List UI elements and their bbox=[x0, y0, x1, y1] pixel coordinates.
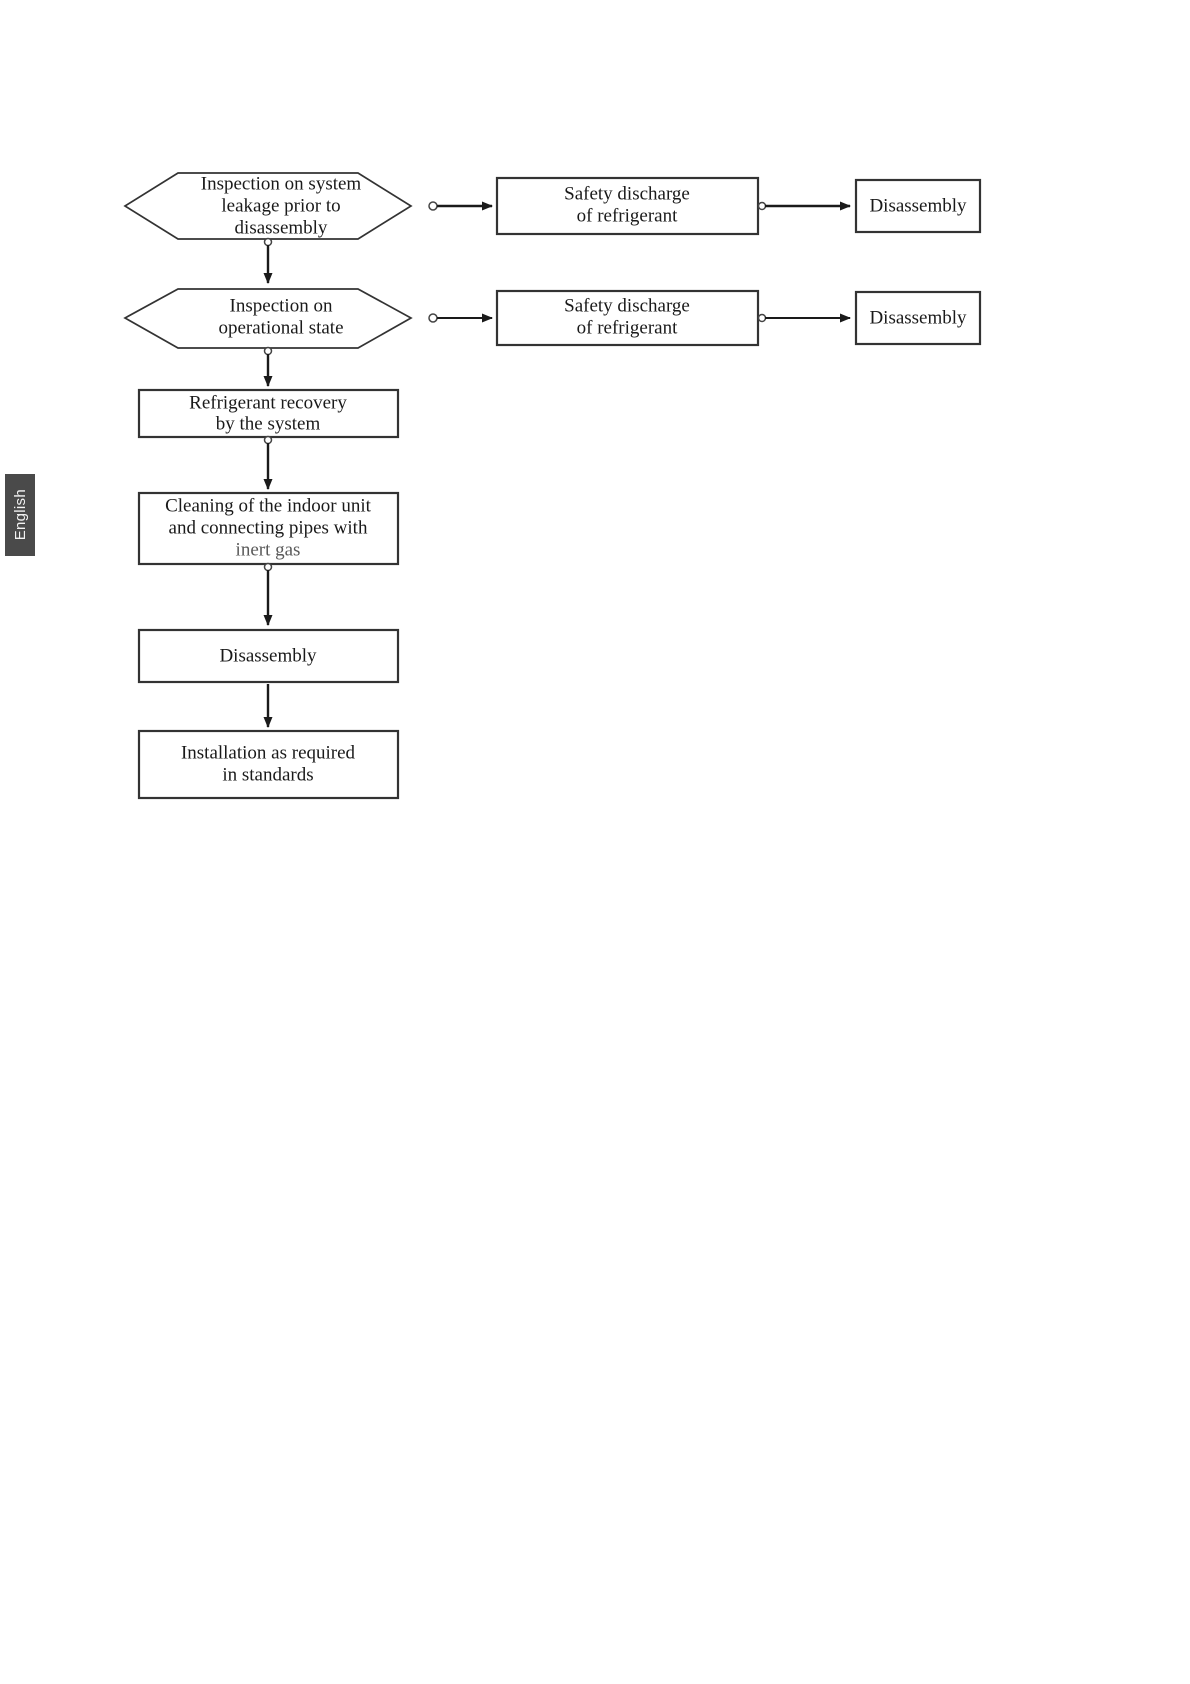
edge-connector-dot-n8-bottom bbox=[263, 562, 273, 572]
node-n8-line-2: and connecting pipes with bbox=[169, 517, 368, 538]
language-side-tab[interactable]: English bbox=[5, 474, 35, 556]
node-n1-line-3: disassembly bbox=[235, 217, 328, 238]
node-n9-line-1: Disassembly bbox=[219, 645, 317, 666]
edge-connector-dot-n2-right bbox=[757, 201, 767, 211]
node-n8-line-3: inert gas bbox=[236, 539, 301, 560]
edge-connector-dot-n1-right bbox=[428, 201, 438, 211]
node-n3-line-1: Disassembly bbox=[869, 195, 967, 216]
node-n4-line-2: operational state bbox=[218, 317, 343, 338]
node-disassembly-3-shape[interactable] bbox=[137, 628, 400, 684]
node-n5-line-1: Safety discharge bbox=[564, 295, 690, 316]
node-n6-line-1: Disassembly bbox=[869, 307, 967, 328]
node-installation-standards-shape[interactable] bbox=[137, 729, 400, 800]
edge-connector-dot-n4-right bbox=[428, 313, 438, 323]
node-n7-line-2: by the system bbox=[216, 413, 321, 434]
node-n10-line-2: in standards bbox=[222, 764, 313, 785]
node-inspection-operational-state-shape[interactable] bbox=[123, 288, 413, 349]
node-n5-line-2: of refrigerant bbox=[577, 317, 678, 338]
node-n1-line-2: leakage prior to bbox=[221, 195, 340, 216]
edge-connector-dot-n5-right bbox=[757, 313, 767, 323]
edge-connector-dot-n1-bottom bbox=[263, 237, 273, 247]
node-n10-line-1: Installation as required bbox=[181, 742, 356, 763]
node-n7-line-1: Refrigerant recovery bbox=[189, 392, 347, 413]
node-disassembly-2-shape[interactable] bbox=[854, 290, 982, 346]
node-refrigerant-recovery-shape[interactable] bbox=[137, 388, 400, 439]
node-n1-line-1: Inspection on system bbox=[201, 173, 362, 194]
node-n2-line-2: of refrigerant bbox=[577, 205, 678, 226]
node-n2-line-1: Safety discharge bbox=[564, 183, 690, 204]
node-inspection-system-leakage-shape[interactable] bbox=[123, 172, 413, 240]
node-disassembly-1-shape[interactable] bbox=[854, 178, 982, 234]
node-n8-line-1: Cleaning of the indoor unit bbox=[165, 495, 372, 516]
edge-connector-dot-n4-bottom bbox=[263, 346, 273, 356]
edge-connector-dot-n7-bottom bbox=[263, 435, 273, 445]
node-n4-line-1: Inspection on bbox=[230, 295, 333, 316]
node-cleaning-indoor-unit-shape[interactable] bbox=[137, 491, 400, 566]
